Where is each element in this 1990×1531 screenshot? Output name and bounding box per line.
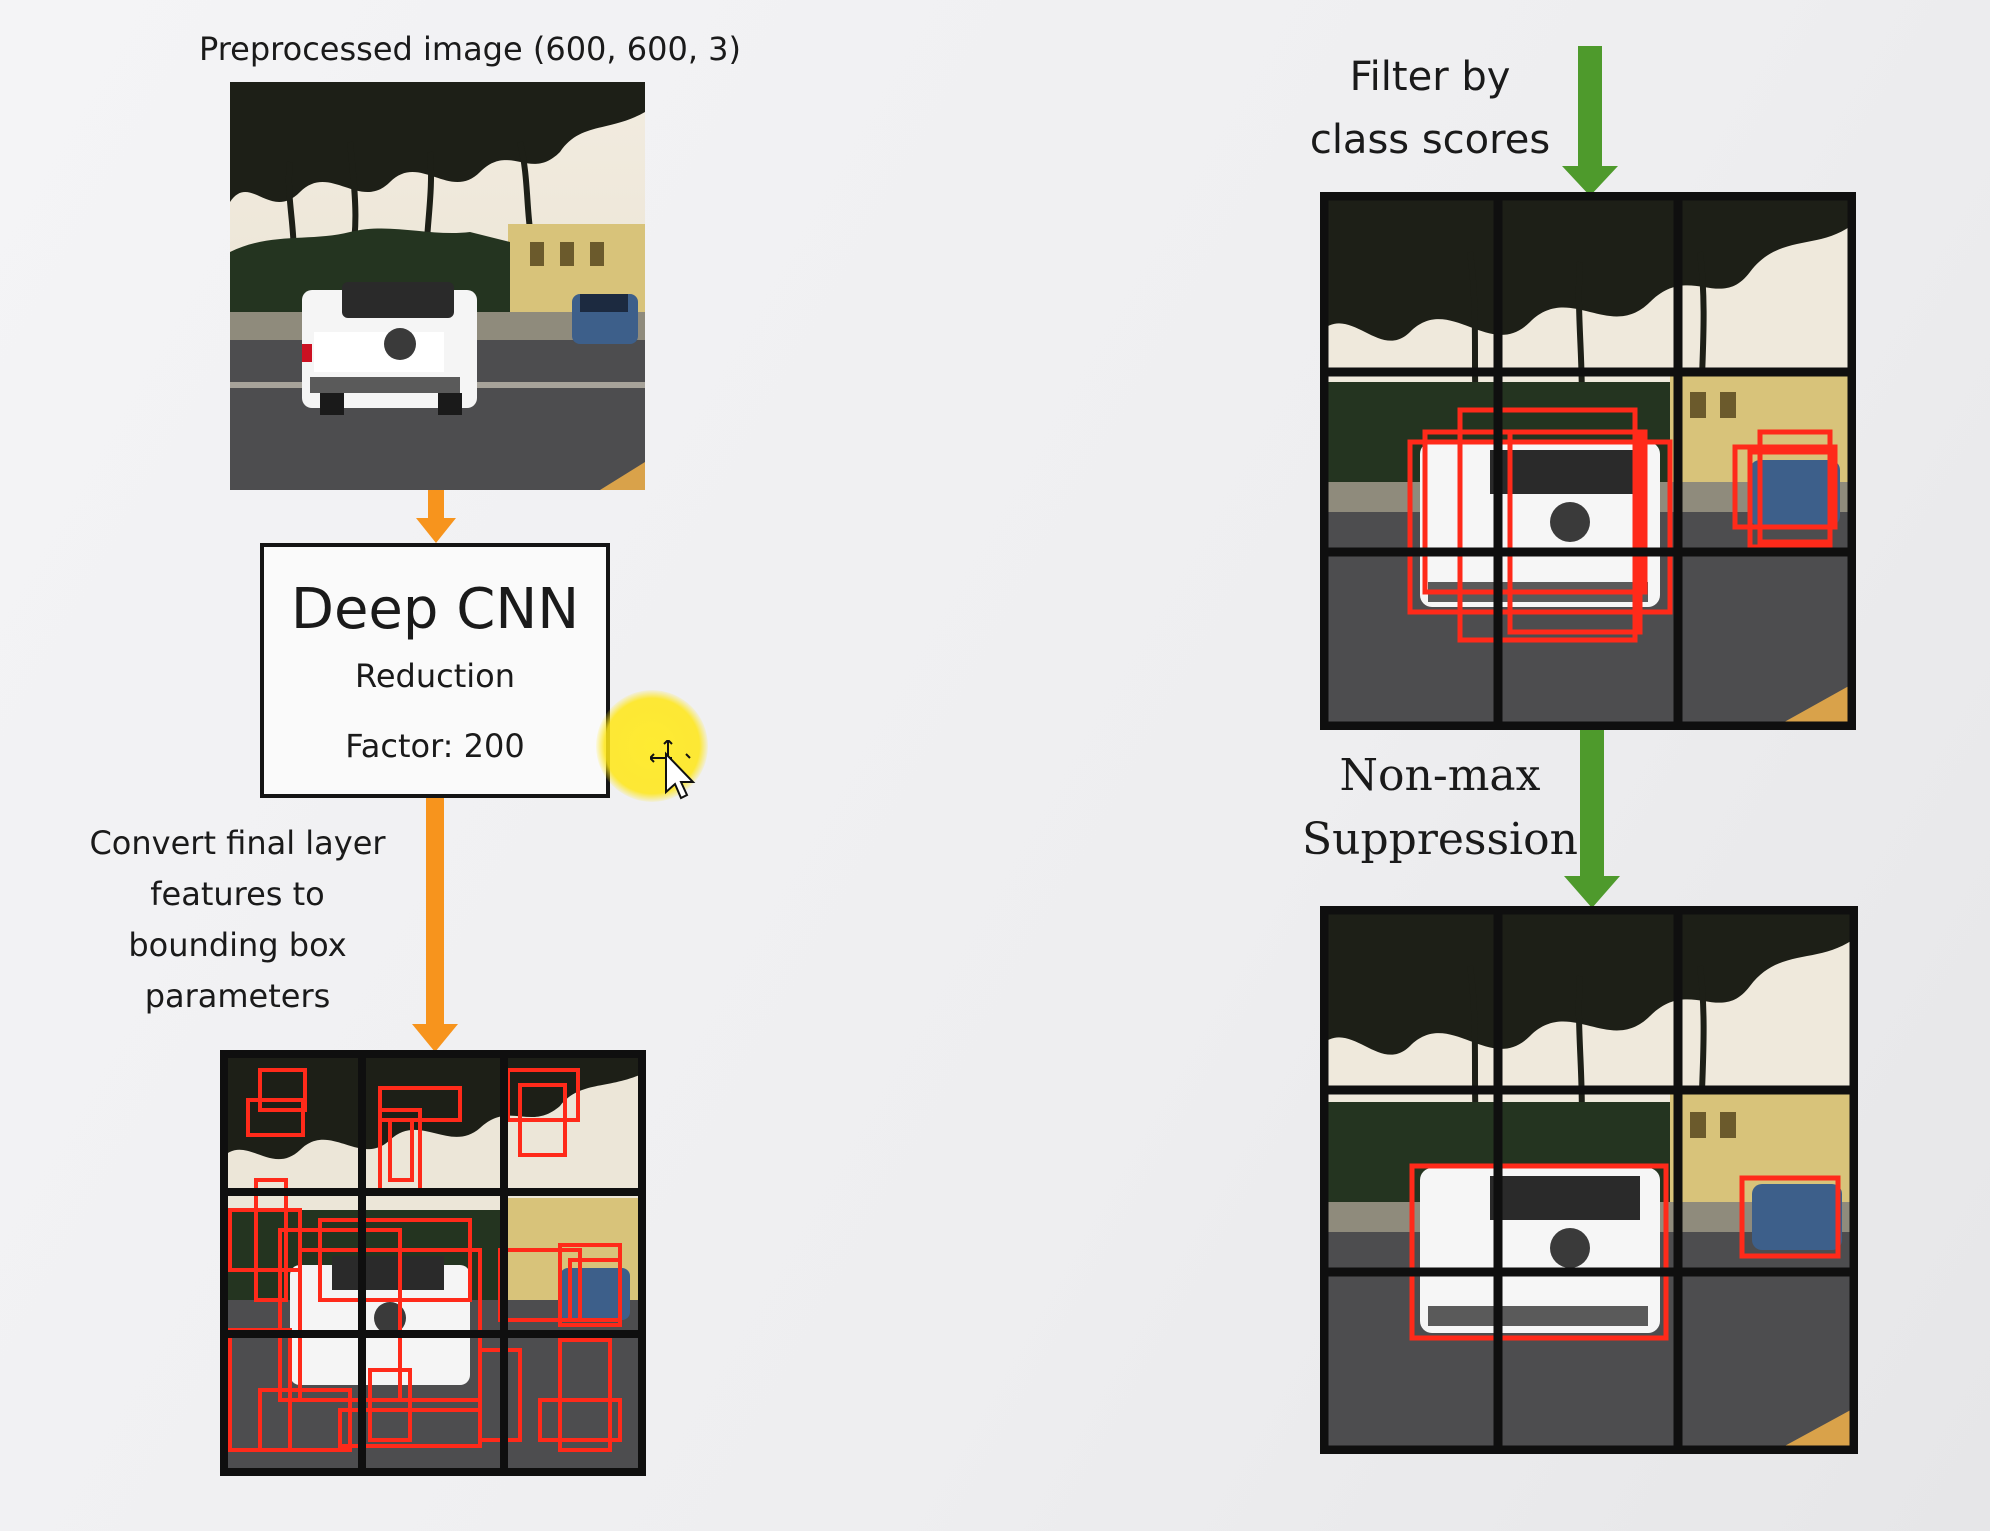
all-boxes-grid	[220, 1050, 646, 1476]
green-arrow-into-filter-grid	[1562, 46, 1618, 196]
orange-arrow-image-to-cnn	[416, 488, 456, 543]
filter-label-line-2: class scores	[1309, 117, 1551, 163]
filtered-boxes-grid	[1320, 192, 1856, 730]
cnn-factor-label: Factor: 200	[345, 727, 525, 765]
preprocessed-image	[230, 82, 645, 490]
nms-result-grid	[1320, 906, 1858, 1454]
convert-features-label: Convert final layer features to bounding…	[60, 818, 415, 1022]
cursor-highlight	[596, 690, 708, 802]
filter-by-class-scores-label: Filter by class scores	[1270, 46, 1590, 172]
convert-label-line-1: Convert final layer	[89, 824, 386, 862]
non-max-suppression-label: Non-max Suppression	[1290, 744, 1590, 872]
move-cursor-icon	[650, 740, 696, 800]
convert-label-line-2: features to	[150, 875, 325, 913]
orange-arrow-cnn-to-grid	[412, 798, 458, 1052]
nms-label-line-2: Suppression	[1302, 814, 1578, 865]
filter-label-line-1: Filter by	[1349, 54, 1511, 100]
cnn-title: Deep CNN	[290, 577, 580, 642]
cnn-reduction-label: Reduction	[355, 657, 515, 695]
green-arrow-into-nms-grid	[1564, 728, 1620, 908]
deep-cnn-box: Deep CNN Reduction Factor: 200	[260, 543, 610, 798]
convert-label-line-3: bounding box	[128, 926, 347, 964]
preprocessed-image-label: Preprocessed image (600, 600, 3)	[198, 30, 742, 68]
convert-label-line-4: parameters	[144, 977, 331, 1015]
nms-label-line-1: Non-max	[1339, 750, 1541, 801]
